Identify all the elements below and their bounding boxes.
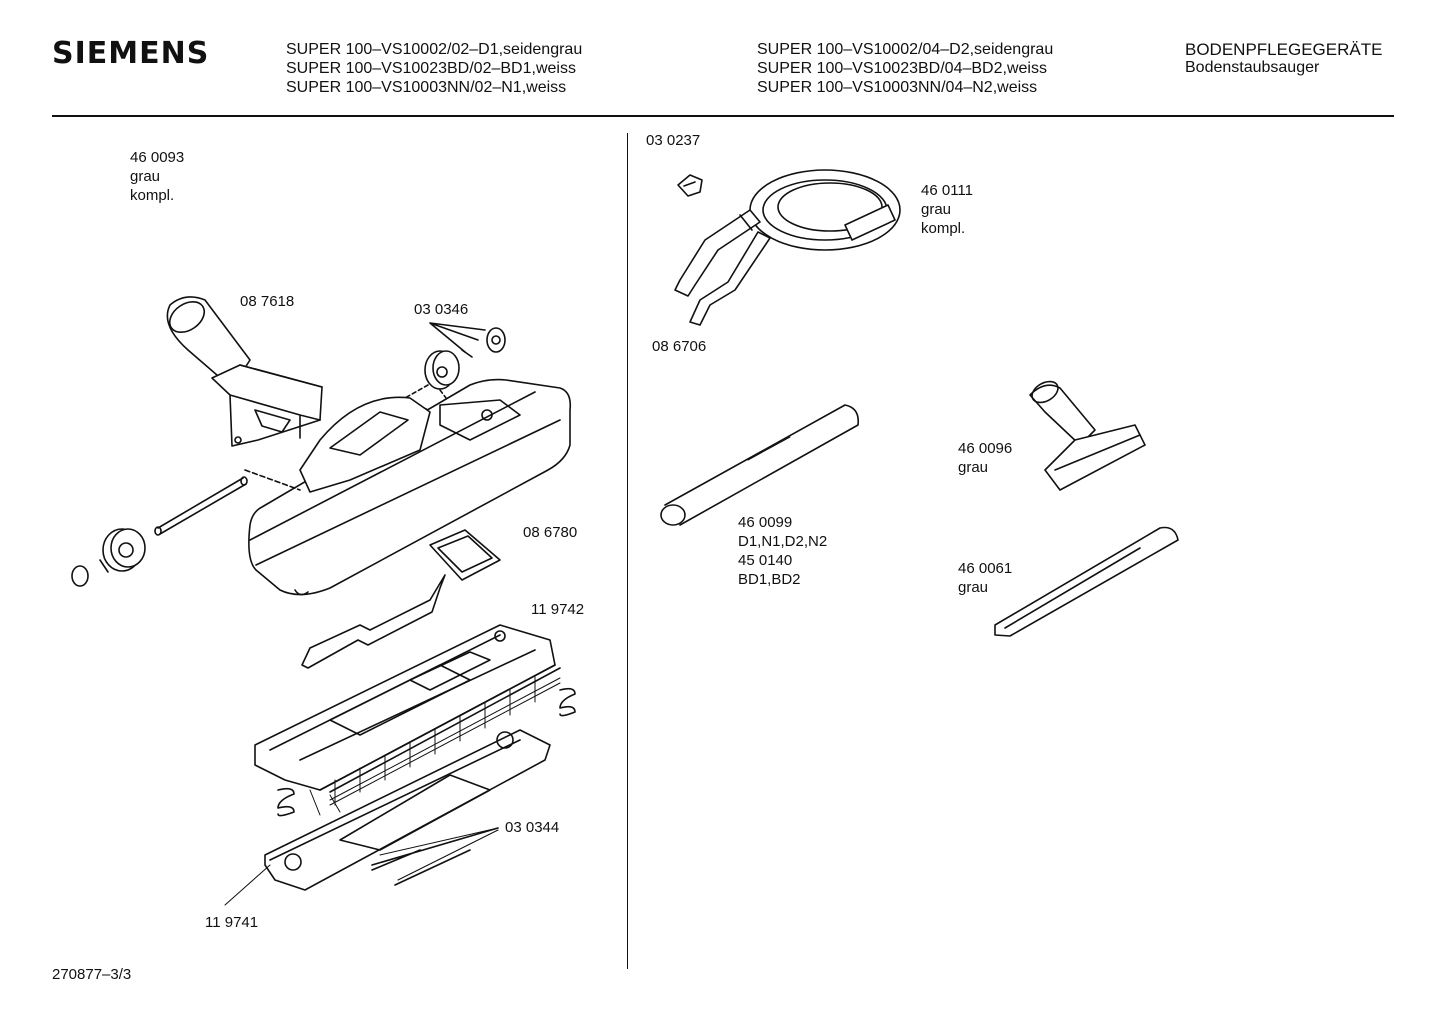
header-divider xyxy=(52,115,1394,117)
column-divider xyxy=(627,133,628,969)
part-label-119741: 11 9741 xyxy=(205,914,259,931)
model-line: SUPER 100–VS10002/04–D2,seidengrau xyxy=(757,41,1054,58)
upholstery-nozzle-drawing xyxy=(1029,380,1146,491)
category-subtitle: Bodenstaubsauger xyxy=(1185,59,1320,76)
hose-clip-drawing xyxy=(677,174,703,197)
part-label-030344: 03 0344 xyxy=(505,819,560,836)
part-label-460099: 46 0099 D1,N1,D2,N2 45 0140 BD1,BD2 xyxy=(738,514,828,588)
part-label-030346: 03 0346 xyxy=(414,301,469,318)
part-label-460061: 46 0061 grau xyxy=(958,560,1013,596)
spring-drawing xyxy=(277,687,576,817)
part-label-460096: 46 0096 grau xyxy=(958,440,1013,476)
left-wheel-drawing xyxy=(71,528,146,587)
part-label-086780: 08 6780 xyxy=(523,524,578,541)
brand-logo: SIEMENS xyxy=(52,36,210,71)
model-line: SUPER 100–VS10003NN/02–N1,weiss xyxy=(286,79,567,96)
floor-nozzle-body-drawing xyxy=(248,378,572,596)
model-line: SUPER 100–VS10023BD/02–BD1,weiss xyxy=(286,60,576,77)
model-list-right: SUPER 100–VS10002/04–D2,seidengrau SUPER… xyxy=(757,40,1053,97)
pedal-lever-drawing xyxy=(301,529,501,669)
part-label-119742: 11 9742 xyxy=(531,601,585,618)
wheel-parts-drawing xyxy=(404,322,506,411)
part-label-087618: 08 7618 xyxy=(240,293,295,310)
pointer-lines xyxy=(224,827,499,906)
part-label-460093: 46 0093 grau kompl. xyxy=(130,149,185,204)
axle-drawing xyxy=(154,469,301,536)
part-label-030237: 03 0237 xyxy=(646,132,701,149)
model-line: SUPER 100–VS10003NN/04–N2,weiss xyxy=(757,79,1038,96)
page-reference: 270877–3/3 xyxy=(52,966,132,983)
crevice-tool-drawing xyxy=(994,526,1179,637)
model-line: SUPER 100–VS10002/02–D1,seidengrau xyxy=(286,41,583,58)
tube-drawing xyxy=(660,404,860,526)
part-label-460111: 46 0111 grau kompl. xyxy=(921,182,973,237)
model-list-left: SUPER 100–VS10002/02–D1,seidengrau SUPER… xyxy=(286,40,582,97)
category-title: BODENPFLEGEGERÄTE xyxy=(1185,40,1383,59)
lower-plate-drawing xyxy=(264,729,551,891)
hose-drawing xyxy=(674,169,901,297)
model-line: SUPER 100–VS10023BD/04–BD2,weiss xyxy=(757,60,1047,77)
part-label-086706: 08 6706 xyxy=(652,338,707,355)
wand-drawing xyxy=(689,231,771,326)
nozzle-adapter-drawing xyxy=(166,296,323,447)
base-plate-drawing xyxy=(254,624,561,816)
